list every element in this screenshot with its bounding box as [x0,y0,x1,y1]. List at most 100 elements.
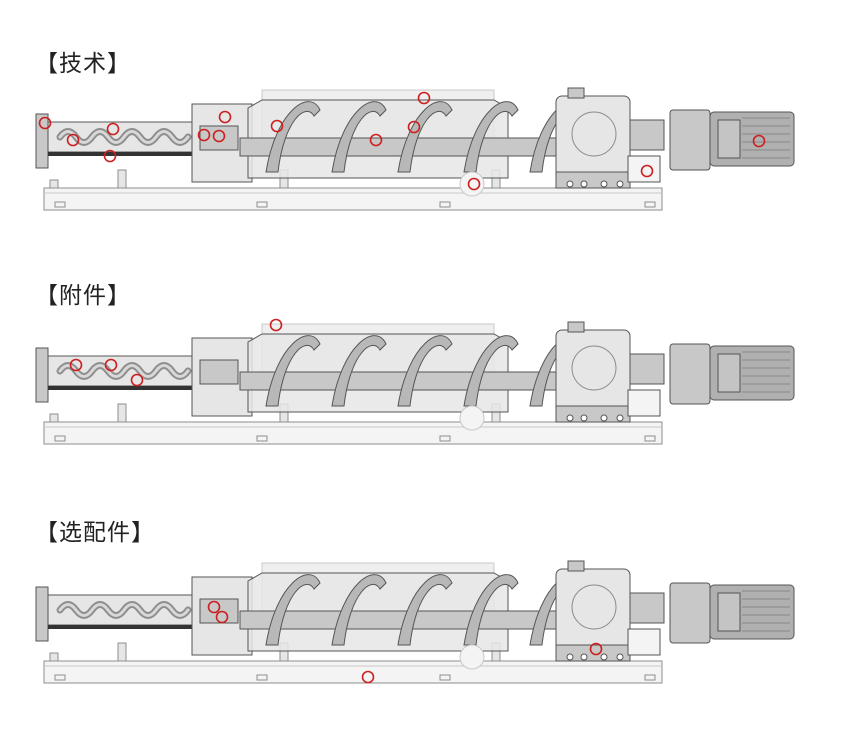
bearing-housing [555,329,631,415]
gear-reducer [669,109,711,171]
motor-terminal-box [717,592,741,632]
auger-flight-1 [331,335,387,407]
motor-terminal-box [717,119,741,159]
drive-coupling [629,119,665,151]
bearing-housing [555,95,631,181]
hotspot-marker-icon[interactable] [417,91,431,105]
foot-bolt-1 [580,180,588,188]
stator-bracket [48,152,198,156]
hotspot-marker-icon[interactable] [640,164,654,178]
hotspot-marker-icon[interactable] [130,373,144,387]
auger-flight-0 [265,574,321,646]
hotspot-marker-icon[interactable] [369,133,383,147]
foot-bolt-2 [600,653,608,661]
support-leg-0 [49,413,59,423]
base-frame [43,421,663,445]
support-leg-1 [117,169,127,189]
hotspot-marker-icon[interactable] [269,318,283,332]
bearing-ring [571,584,617,630]
motor-terminal-box [717,353,741,393]
foot-bolt-3 [616,414,624,422]
foot-bolt-3 [616,180,624,188]
bearing-cap [567,560,585,572]
bearing-housing [555,568,631,654]
base-bolt-0 [54,674,66,681]
auger-flight-1 [331,101,387,173]
base-bolt-1 [256,674,268,681]
auger-flight-2 [397,101,453,173]
inspection-port [459,644,485,670]
inspection-port [459,405,485,431]
pump-diagram-technology [35,87,795,211]
base-bolt-2 [439,435,451,442]
base-frame [43,187,663,211]
foot-bolt-3 [616,653,624,661]
coupling-guard [627,155,661,183]
auger-flight-0 [265,101,321,173]
rotor-highlight [58,364,190,378]
auger-flight-3 [463,101,519,173]
base-bolt-0 [54,435,66,442]
inlet-flange [35,347,49,403]
hotspot-marker-icon[interactable] [212,129,226,143]
section-title-optional-parts: 【选配件】 [35,520,155,546]
pump-diagram-accessories [35,318,795,445]
inlet-flange [35,586,49,642]
stator-bracket [48,625,198,629]
drive-coupling [629,353,665,385]
hotspot-marker-icon[interactable] [361,670,375,684]
base-frame [43,660,663,684]
hotspot-marker-icon[interactable] [197,128,211,142]
hotspot-marker-icon[interactable] [106,122,120,136]
hotspot-marker-icon[interactable] [104,358,118,372]
hotspot-marker-icon[interactable] [752,134,766,148]
rotor-highlight [58,130,190,144]
coupling-joint [199,359,239,385]
gear-reducer [669,582,711,644]
foot-bolt-1 [580,414,588,422]
base-bolt-3 [644,674,656,681]
support-leg-0 [49,652,59,662]
hotspot-marker-icon[interactable] [589,642,603,656]
foot-bolt-0 [566,653,574,661]
drive-coupling [629,592,665,624]
auger-flight-2 [397,335,453,407]
inlet-flange [35,113,49,169]
foot-bolt-2 [600,180,608,188]
section-title-technology: 【技术】 [35,51,131,77]
hotspot-marker-icon[interactable] [407,120,421,134]
section-title-accessories: 【附件】 [35,283,131,309]
rotor-highlight [58,603,190,617]
hotspot-marker-icon[interactable] [218,110,232,124]
auger-flight-2 [397,574,453,646]
coupling-guard [627,389,661,417]
base-bolt-3 [644,201,656,208]
base-bolt-1 [256,201,268,208]
inspection-port [459,171,485,197]
hotspot-marker-icon[interactable] [270,119,284,133]
hotspot-marker-icon[interactable] [467,177,481,191]
hotspot-marker-icon[interactable] [207,600,221,614]
bearing-ring [571,345,617,391]
stator-bracket [48,386,198,390]
base-bolt-2 [439,201,451,208]
hotspot-marker-icon[interactable] [103,149,117,163]
auger-flight-0 [265,335,321,407]
base-bolt-1 [256,435,268,442]
foot-bolt-0 [566,414,574,422]
hotspot-marker-icon[interactable] [66,133,80,147]
foot-bolt-0 [566,180,574,188]
support-leg-1 [117,403,127,423]
bearing-cap [567,321,585,333]
hotspot-marker-icon[interactable] [69,358,83,372]
hotspot-marker-icon[interactable] [215,610,229,624]
coupling-guard [627,628,661,656]
base-bolt-2 [439,674,451,681]
hotspot-marker-icon[interactable] [38,116,52,130]
foot-bolt-2 [600,414,608,422]
coupling-joint [199,598,239,624]
bearing-ring [571,111,617,157]
base-bolt-3 [644,435,656,442]
auger-flight-3 [463,335,519,407]
support-leg-0 [49,179,59,189]
